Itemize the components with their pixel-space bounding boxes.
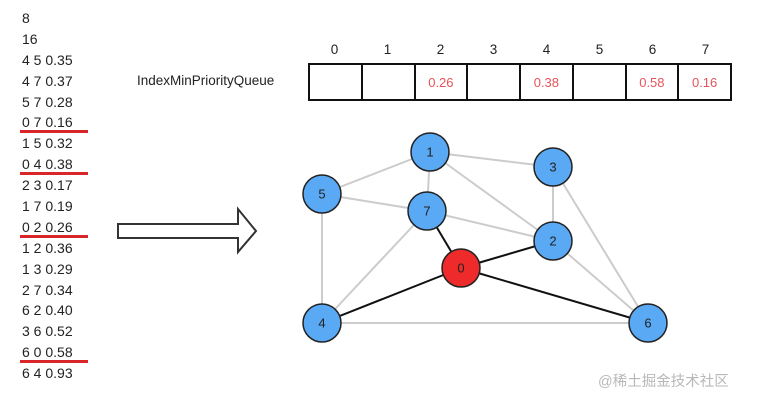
graph-node-circle [533, 221, 573, 261]
priority-queue-cell [571, 65, 625, 99]
graph-edge-4-7 [321, 210, 428, 324]
graph-node-label: 3 [549, 160, 556, 175]
graph-node-circle [410, 132, 450, 172]
edge-list-line: 5 7 0.28 [22, 93, 73, 110]
graph-edge-6-2 [552, 240, 649, 324]
edge-list-line: 4 5 0.35 [22, 51, 73, 68]
graph-node-label: 0 [457, 261, 464, 276]
edge-list-line: 8 [22, 10, 30, 26]
graph-node-7: 7 [407, 191, 447, 231]
priority-queue-cell: 0.26 [413, 65, 467, 99]
priority-queue-cell: 0.58 [624, 65, 678, 99]
graph-edge-1-2 [429, 151, 554, 242]
graph-node-circle [302, 174, 342, 214]
edge-list-line: 2 7 0.34 [22, 281, 73, 298]
priority-queue-index: 7 [701, 42, 710, 57]
right-arrow-icon [117, 206, 258, 255]
graph-node-5: 5 [302, 174, 342, 214]
edge-list-line: 2 3 0.17 [22, 177, 73, 194]
priority-queue-index: 1 [383, 42, 392, 57]
priority-queue-cell [360, 65, 414, 99]
graph-node-circle [628, 303, 668, 343]
graph-node-4: 4 [302, 303, 342, 343]
graph-edge-2-7 [426, 210, 554, 242]
priority-queue-indices: 0 1 2 3 4 5 6 7 [308, 42, 732, 60]
priority-queue-index: 5 [595, 42, 604, 57]
edge-list-line: 16 [22, 30, 38, 47]
edge-list-line: 0 7 0.16 [20, 112, 88, 134]
graph-node-label: 7 [423, 204, 430, 219]
graph-edge-0-4 [321, 267, 462, 324]
graph-node-label: 2 [549, 234, 556, 249]
edge-list-line: 1 7 0.19 [22, 198, 73, 215]
graph-node-label: 6 [644, 316, 651, 331]
edge-list-line: 3 6 0.52 [22, 323, 73, 340]
graph-node-0: 0 [441, 248, 481, 288]
edge-list-line: 6 0 0.58 [20, 342, 88, 364]
graph-node-circle [407, 191, 447, 231]
priority-queue-cell [466, 65, 519, 99]
graph-node-circle [533, 147, 573, 187]
priority-queue-index: 6 [648, 42, 657, 57]
graph-edge-6-0 [460, 267, 649, 324]
graph-node-6: 6 [628, 303, 668, 343]
priority-queue-index: 4 [542, 42, 551, 57]
graph-node-2: 2 [533, 221, 573, 261]
edge-list-line: 1 5 0.32 [22, 135, 73, 152]
priority-queue-cell: 0.16 [677, 65, 730, 99]
priority-queue-label: IndexMinPriorityQueue [137, 73, 275, 88]
graph-node-1: 1 [410, 132, 450, 172]
graph-node-3: 3 [533, 147, 573, 187]
edge-list-line: 1 2 0.36 [22, 239, 73, 256]
edge-list-line: 6 4 0.93 [22, 365, 73, 382]
priority-queue-index: 2 [436, 42, 445, 57]
graph-node-label: 1 [426, 145, 433, 160]
graph-edge-1-3 [429, 151, 554, 168]
edge-list-line: 1 3 0.29 [22, 260, 73, 277]
edge-list-line: 0 2 0.26 [20, 217, 88, 238]
priority-queue-index: 0 [330, 42, 339, 57]
edge-list-line: 0 4 0.38 [20, 154, 88, 176]
edge-list-line: 4 7 0.37 [22, 72, 73, 89]
watermark-text: @稀土掘金技术社区 [598, 374, 729, 390]
graph-node-circle [302, 303, 342, 343]
graph-node-label: 5 [318, 187, 325, 202]
priority-queue-cell: 0.38 [519, 65, 572, 99]
edge-list-line: 6 2 0.40 [22, 302, 73, 319]
graph-edge-3-6 [552, 166, 649, 324]
priority-queue-index: 3 [489, 42, 498, 57]
graph-node-circle [441, 248, 481, 288]
graph-node-label: 4 [318, 316, 325, 331]
